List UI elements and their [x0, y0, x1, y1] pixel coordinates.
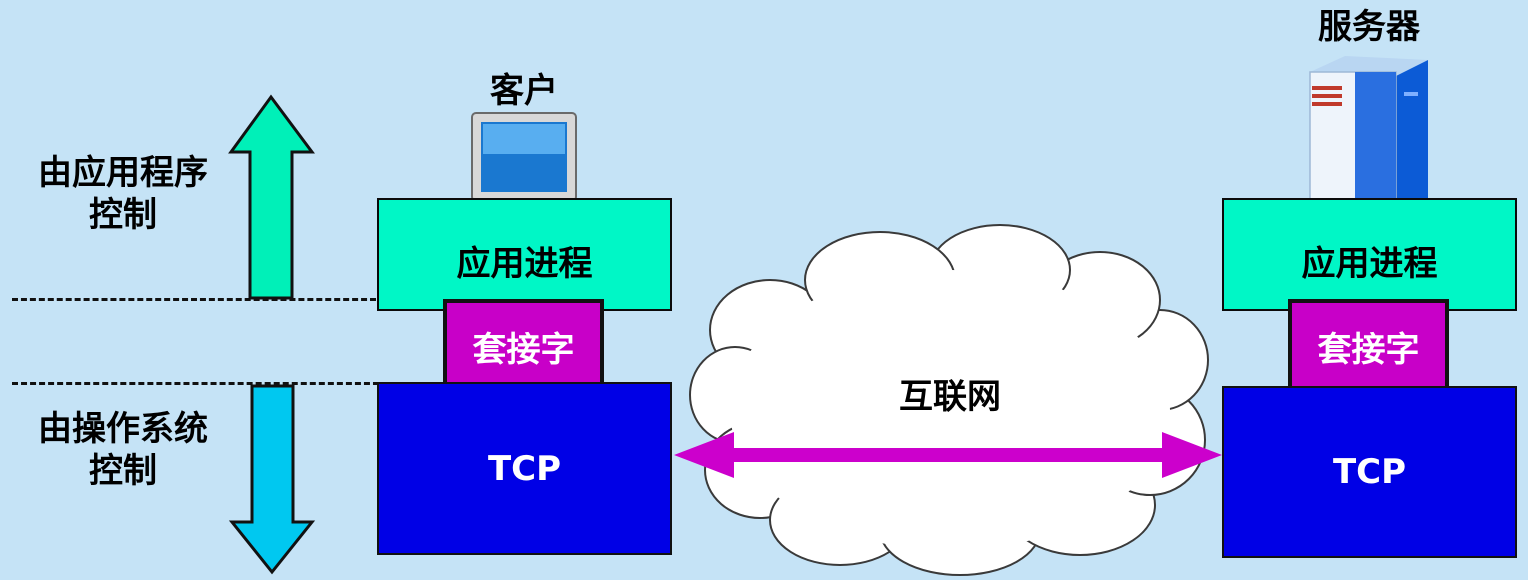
client-tcp: TCP: [377, 382, 672, 555]
internet-label: 互联网: [899, 377, 1001, 417]
server-title: 服务器: [1318, 7, 1420, 47]
app-control-label: 由应用程序 控制: [20, 152, 226, 236]
client-app-process: 应用进程: [377, 198, 672, 311]
os-control-line-2: 控制: [89, 451, 157, 491]
server-tcp: TCP: [1222, 386, 1517, 558]
separator-line-top: [12, 298, 376, 301]
up-arrow: [228, 94, 315, 300]
client-title: 客户: [490, 71, 558, 111]
server-app-process: 应用进程: [1222, 198, 1517, 311]
app-control-line-2: 控制: [89, 195, 157, 235]
app-control-line-1: 由应用程序: [38, 153, 208, 193]
computer-icon: [471, 112, 577, 220]
server-socket: 套接字: [1288, 299, 1449, 394]
separator-line-bottom: [12, 382, 388, 385]
tcp-link-arrow: [674, 432, 1222, 478]
client-socket: 套接字: [443, 299, 604, 394]
os-control-line-1: 由操作系统: [38, 409, 208, 449]
down-arrow: [228, 384, 316, 575]
os-control-label: 由操作系统 控制: [20, 408, 226, 492]
